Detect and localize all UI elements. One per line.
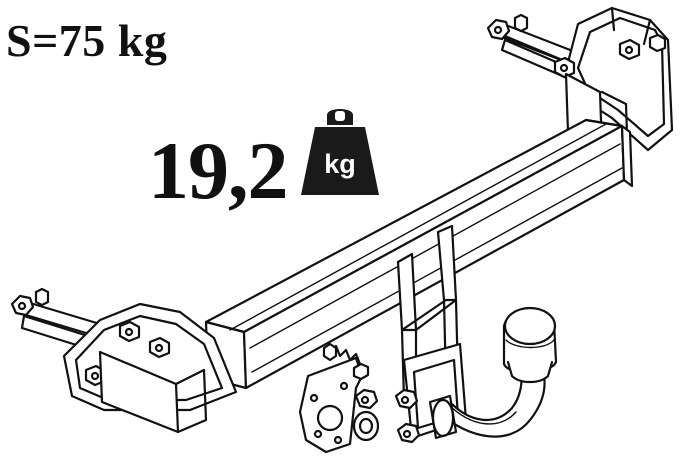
bolt-left-2 <box>148 336 171 359</box>
bolt-left-1 <box>118 320 141 343</box>
washer-socket <box>352 410 380 442</box>
nut-socket-1 <box>354 388 379 410</box>
nut-right-top <box>486 18 511 41</box>
cross-beam <box>204 118 634 390</box>
socket-plate <box>298 342 380 454</box>
weight-icon-body <box>301 127 379 195</box>
tow-ball <box>503 306 557 346</box>
bolt-hitch-1 <box>394 388 419 410</box>
nut-left-top <box>10 294 35 317</box>
spec-label: S=75 kg <box>6 15 168 66</box>
washer-left-top <box>34 287 50 307</box>
bolt-right-2 <box>648 33 667 53</box>
nut-socket-2 <box>352 362 370 381</box>
bolt-hitch-2 <box>396 422 421 444</box>
left-mounting-arm <box>10 287 238 434</box>
weight-kg-icon: kg <box>301 109 379 195</box>
washer-right-top <box>513 13 529 33</box>
spring <box>328 344 362 366</box>
weight-icon-text: kg <box>324 149 356 179</box>
tow-ball-neck <box>428 306 558 440</box>
bolt-right-3 <box>553 56 576 79</box>
weight-value: 19,2 <box>148 125 288 216</box>
bolt-right-1 <box>618 38 641 61</box>
